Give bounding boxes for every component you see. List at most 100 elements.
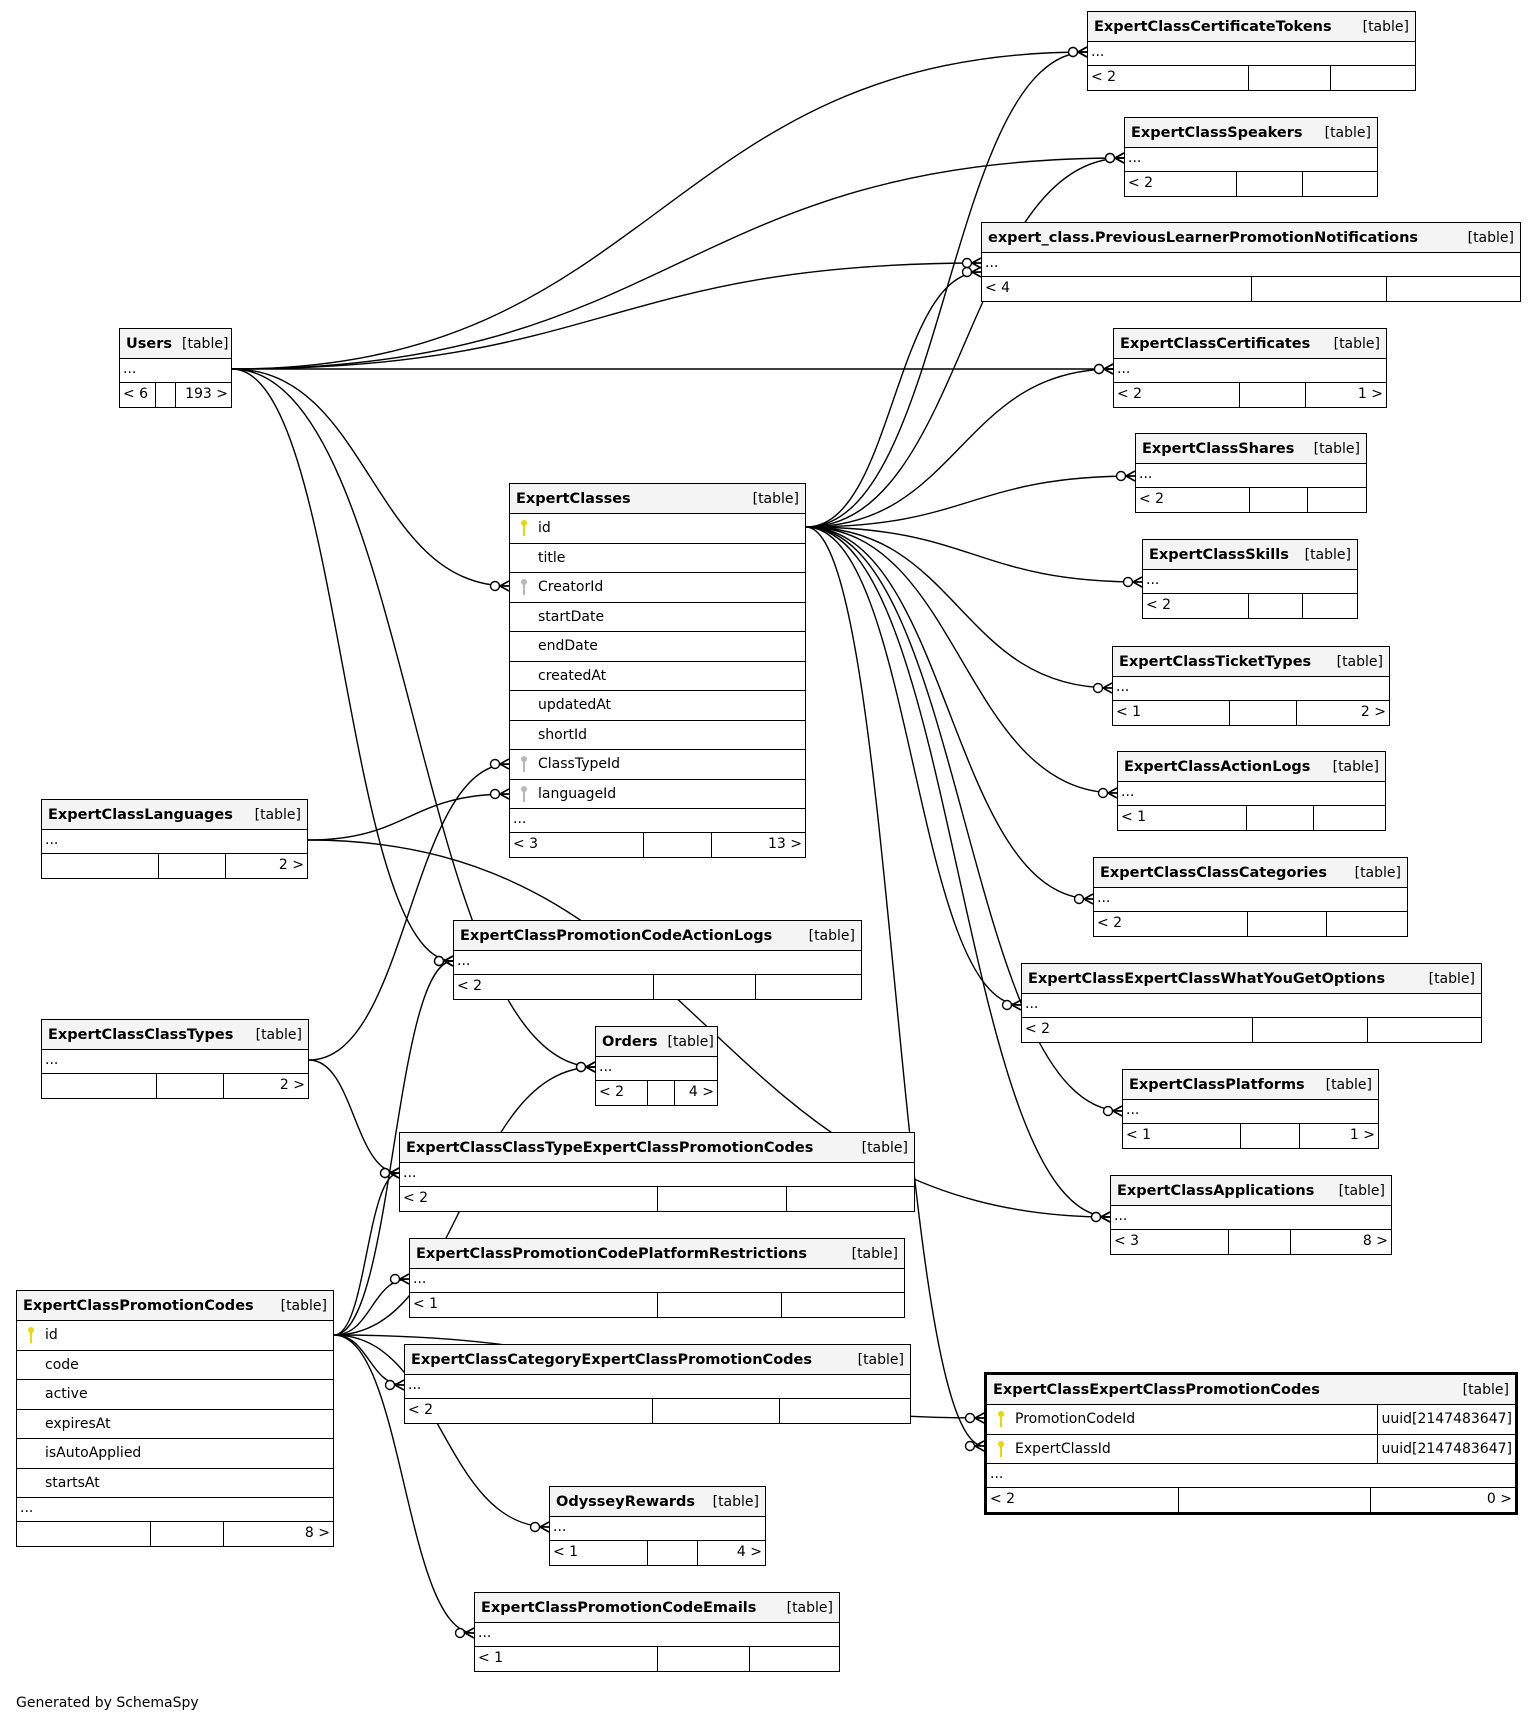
table-header[interactable]: ExpertClassApplications [table] xyxy=(1111,1176,1391,1206)
parents-count[interactable]: < 3 xyxy=(510,833,644,857)
children-count[interactable] xyxy=(780,1399,910,1423)
children-count[interactable]: 4 > xyxy=(736,1544,762,1560)
children-count[interactable] xyxy=(750,1647,839,1671)
children-count[interactable]: 13 > xyxy=(768,836,802,852)
table-shares[interactable]: ExpertClassShares [table]... < 2 xyxy=(1135,433,1367,513)
children-count[interactable]: 8 > xyxy=(304,1525,330,1541)
table-header[interactable]: ExpertClassLanguages [table] xyxy=(42,800,307,830)
table-promoemails[interactable]: ExpertClassPromotionCodeEmails [table]..… xyxy=(474,1592,840,1672)
more-columns-ellipsis[interactable]: ... xyxy=(1125,148,1377,172)
parents-count[interactable]: < 2 xyxy=(1125,172,1237,196)
more-columns-ellipsis[interactable]: ... xyxy=(1113,677,1389,701)
children-count[interactable] xyxy=(1331,66,1415,90)
children-count[interactable] xyxy=(1314,806,1385,830)
parents-count[interactable]: < 4 xyxy=(982,277,1252,301)
more-columns-ellipsis[interactable]: ... xyxy=(475,1623,839,1647)
table-header[interactable]: Orders [table] xyxy=(596,1027,717,1057)
children-count[interactable] xyxy=(1308,488,1366,512)
children-count[interactable]: 8 > xyxy=(1362,1233,1388,1249)
table-header[interactable]: ExpertClassSpeakers [table] xyxy=(1125,118,1377,148)
more-columns-ellipsis[interactable]: ... xyxy=(1136,464,1366,488)
parents-count[interactable] xyxy=(42,854,159,878)
table-header[interactable]: ExpertClassCertificateTokens [table] xyxy=(1088,12,1415,42)
table-header[interactable]: ExpertClassPromotionCodes [table] xyxy=(17,1291,333,1321)
more-columns-ellipsis[interactable]: ... xyxy=(454,951,861,975)
more-columns-ellipsis[interactable]: ... xyxy=(987,1464,1515,1488)
table-languages[interactable]: ExpertClassLanguages [table]... 2 > xyxy=(41,799,308,879)
more-columns-ellipsis[interactable]: ... xyxy=(596,1057,717,1081)
parents-count[interactable]: < 2 xyxy=(405,1399,653,1423)
table-name[interactable]: ExpertClassActionLogs xyxy=(1124,758,1311,775)
table-header[interactable]: ExpertClassExpertClassPromotionCodes [ta… xyxy=(987,1375,1515,1405)
more-columns-ellipsis[interactable]: ... xyxy=(1022,994,1481,1018)
column-row[interactable]: ExpertClassId uuid[2147483647] xyxy=(987,1434,1515,1464)
table-categorypromo[interactable]: ExpertClassCategoryExpertClassPromotionC… xyxy=(404,1344,911,1424)
table-platforms[interactable]: ExpertClassPlatforms [table]... < 1 1 > xyxy=(1122,1069,1379,1149)
table-name[interactable]: expert_class.PreviousLearnerPromotionNot… xyxy=(988,229,1419,246)
table-name[interactable]: ExpertClassPlatforms xyxy=(1129,1076,1305,1093)
table-expertclasses[interactable]: ExpertClasses [table] id title CreatorId… xyxy=(509,483,806,858)
table-name[interactable]: ExpertClassClassTypes xyxy=(48,1026,234,1043)
more-columns-ellipsis[interactable]: ... xyxy=(1123,1100,1378,1124)
parents-count[interactable]: < 1 xyxy=(550,1541,648,1565)
column-row[interactable]: startDate xyxy=(510,603,805,632)
table-platformrestr[interactable]: ExpertClassPromotionCodePlatformRestrict… xyxy=(409,1238,905,1318)
parents-count[interactable] xyxy=(42,1074,157,1098)
parents-count[interactable]: < 6 xyxy=(120,383,156,407)
table-header[interactable]: ExpertClasses [table] xyxy=(510,484,805,514)
table-promoactionlogs[interactable]: ExpertClassPromotionCodeActionLogs [tabl… xyxy=(453,920,862,1000)
children-count[interactable] xyxy=(1368,1018,1481,1042)
children-count[interactable]: 2 > xyxy=(1360,704,1386,720)
table-header[interactable]: ExpertClassExpertClassWhatYouGetOptions … xyxy=(1022,964,1481,994)
table-users[interactable]: Users [table]... < 6 193 > xyxy=(119,328,232,408)
more-columns-ellipsis[interactable]: ... xyxy=(42,830,307,854)
table-name[interactable]: ExpertClassSpeakers xyxy=(1131,124,1303,141)
more-columns-ellipsis[interactable]: ... xyxy=(42,1050,308,1074)
table-name[interactable]: ExpertClassPromotionCodeActionLogs xyxy=(460,927,773,944)
parents-count[interactable]: < 2 xyxy=(596,1081,648,1105)
column-row[interactable]: shortId xyxy=(510,721,805,750)
table-name[interactable]: OdysseyRewards xyxy=(556,1493,696,1510)
table-name[interactable]: ExpertClassExpertClassPromotionCodes xyxy=(993,1381,1320,1398)
more-columns-ellipsis[interactable]: ... xyxy=(410,1269,904,1293)
table-ecpromocodes[interactable]: ExpertClassExpertClassPromotionCodes [ta… xyxy=(984,1372,1518,1515)
more-columns-ellipsis[interactable]: ... xyxy=(120,359,231,383)
table-prevlearner[interactable]: expert_class.PreviousLearnerPromotionNot… xyxy=(981,222,1521,302)
table-name[interactable]: Users xyxy=(126,335,173,352)
table-name[interactable]: ExpertClassClassTypeExpertClassPromotion… xyxy=(406,1139,814,1156)
table-header[interactable]: ExpertClassSkills [table] xyxy=(1143,540,1357,570)
table-odyssey[interactable]: OdysseyRewards [table]... < 1 4 > xyxy=(549,1486,766,1566)
table-name[interactable]: ExpertClassPromotionCodePlatformRestrict… xyxy=(416,1245,807,1262)
table-name[interactable]: ExpertClasses xyxy=(516,490,631,507)
parents-count[interactable]: < 2 xyxy=(400,1187,658,1211)
children-count[interactable]: 1 > xyxy=(1349,1127,1375,1143)
parents-count[interactable]: < 2 xyxy=(1022,1018,1253,1042)
table-name[interactable]: ExpertClassTicketTypes xyxy=(1119,653,1312,670)
table-name[interactable]: ExpertClassPromotionCodes xyxy=(23,1297,254,1314)
table-whatyouget[interactable]: ExpertClassExpertClassWhatYouGetOptions … xyxy=(1021,963,1482,1043)
more-columns-ellipsis[interactable]: ... xyxy=(400,1163,914,1187)
parents-count[interactable]: < 2 xyxy=(1088,66,1249,90)
table-header[interactable]: Users [table] xyxy=(120,329,231,359)
children-count[interactable]: 2 > xyxy=(279,1077,305,1093)
parents-count[interactable]: < 2 xyxy=(1114,383,1240,407)
children-count[interactable] xyxy=(1387,277,1520,301)
parents-count[interactable]: < 1 xyxy=(410,1293,658,1317)
table-tickettypes[interactable]: ExpertClassTicketTypes [table]... < 1 2 … xyxy=(1112,646,1390,726)
table-header[interactable]: ExpertClassPromotionCodeEmails [table] xyxy=(475,1593,839,1623)
table-header[interactable]: ExpertClassCategoryExpertClassPromotionC… xyxy=(405,1345,910,1375)
column-row[interactable]: active xyxy=(17,1380,333,1410)
table-header[interactable]: ExpertClassClassTypeExpertClassPromotion… xyxy=(400,1133,914,1163)
table-certificates[interactable]: ExpertClassCertificates [table]... < 2 1… xyxy=(1113,328,1387,408)
column-row[interactable]: languageId xyxy=(510,780,805,809)
more-columns-ellipsis[interactable]: ... xyxy=(1088,42,1415,66)
table-name[interactable]: ExpertClassExpertClassWhatYouGetOptions xyxy=(1028,970,1386,987)
children-count[interactable] xyxy=(1327,912,1407,936)
table-classcategories[interactable]: ExpertClassClassCategories [table]... < … xyxy=(1093,857,1408,937)
table-applications[interactable]: ExpertClassApplications [table]... < 3 8… xyxy=(1110,1175,1392,1255)
table-orders[interactable]: Orders [table]... < 2 4 > xyxy=(595,1026,718,1106)
children-count[interactable] xyxy=(1303,172,1377,196)
column-row[interactable]: CreatorId xyxy=(510,573,805,603)
table-header[interactable]: ExpertClassPromotionCodePlatformRestrict… xyxy=(410,1239,904,1269)
table-speakers[interactable]: ExpertClassSpeakers [table]... < 2 xyxy=(1124,117,1378,197)
